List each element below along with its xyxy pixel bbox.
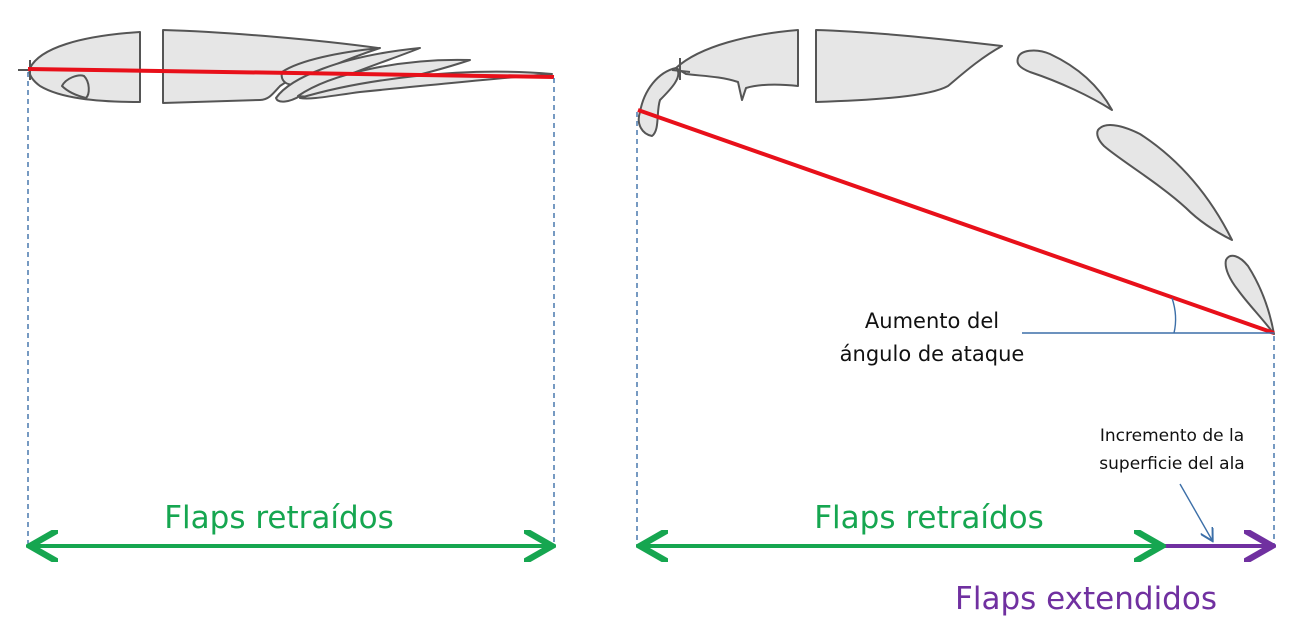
left-leading-edge-slat <box>61 74 90 99</box>
left-main-airfoil-front <box>28 31 141 103</box>
right-flap-1 <box>1016 49 1113 111</box>
right-leading-edge-line <box>671 58 691 80</box>
surface-label-line-2: superficie del ala <box>1099 454 1244 474</box>
surface-increase-pointer <box>1179 483 1212 540</box>
right-flap-2 <box>1096 124 1233 241</box>
angle-label-line-1: Aumento del <box>865 309 999 333</box>
surface-label-line-1: Incremento de la <box>1100 426 1244 446</box>
right-wing-section <box>637 29 1275 335</box>
angle-arc <box>1171 297 1177 334</box>
right-flap-3 <box>1224 254 1275 335</box>
right-retracted-label: Flaps retraídos <box>814 500 1044 536</box>
angle-label-line-2: ángulo de ataque <box>840 342 1025 366</box>
right-main-airfoil-front <box>675 29 799 101</box>
right-chord-line <box>637 108 1275 335</box>
right-main-airfoil-rear <box>815 29 1003 103</box>
left-wing-section <box>18 29 553 104</box>
right-extended-label: Flaps extendidos <box>955 581 1217 617</box>
left-chord-line <box>27 67 555 79</box>
left-span-label: Flaps retraídos <box>164 500 394 536</box>
right-leading-edge-slat <box>637 67 680 137</box>
